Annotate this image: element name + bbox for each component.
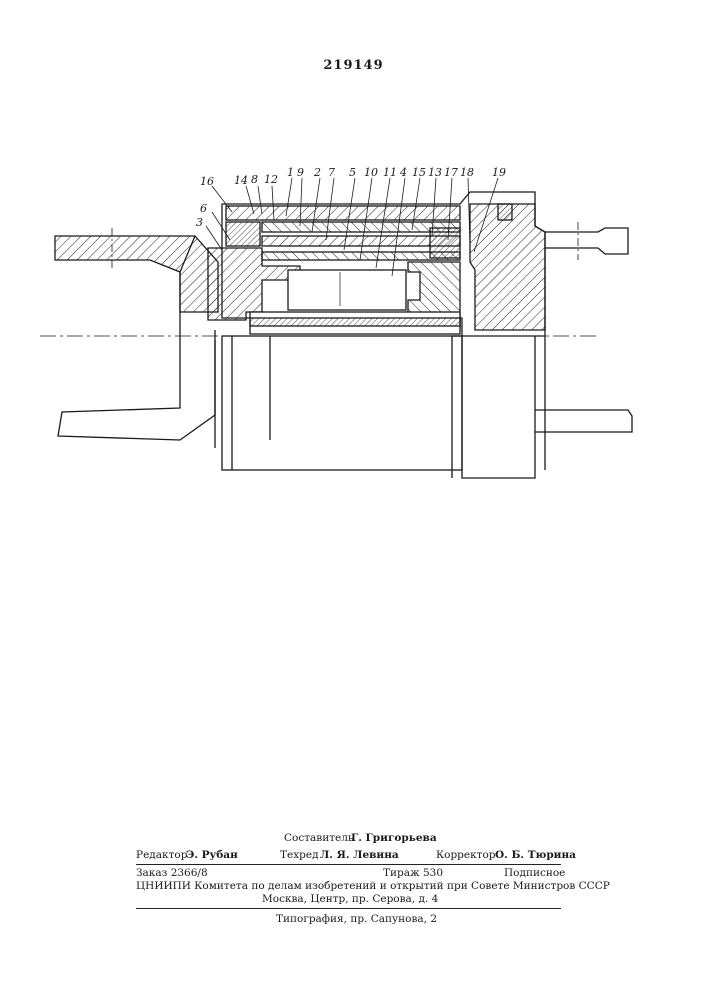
printing-house: Типография, пр. Сапунова, 2 [276,913,437,925]
editor-name: Э. Рубан [186,849,238,861]
techred-name: Л. Я. Левина [320,849,399,861]
divider-rule [136,864,561,865]
editor-label: Редактор [136,849,187,861]
address: Москва, Центр, пр. Серова, д. 4 [262,893,438,905]
composer-label: Составитель [284,832,354,844]
institute-line: ЦНИИПИ Комитета по делам изобретений и о… [136,880,610,892]
circulation: Тираж 530 [383,867,443,879]
techred-label: Техред [280,849,319,861]
composer-name: Г. Григорьева [351,832,437,844]
order-number: Заказ 2366/8 [136,867,208,879]
corrector-label: Корректор [436,849,496,861]
subscription-note: Подписное [504,867,565,879]
divider-rule [136,908,561,909]
corrector-name: О. Б. Тюрина [495,849,576,861]
